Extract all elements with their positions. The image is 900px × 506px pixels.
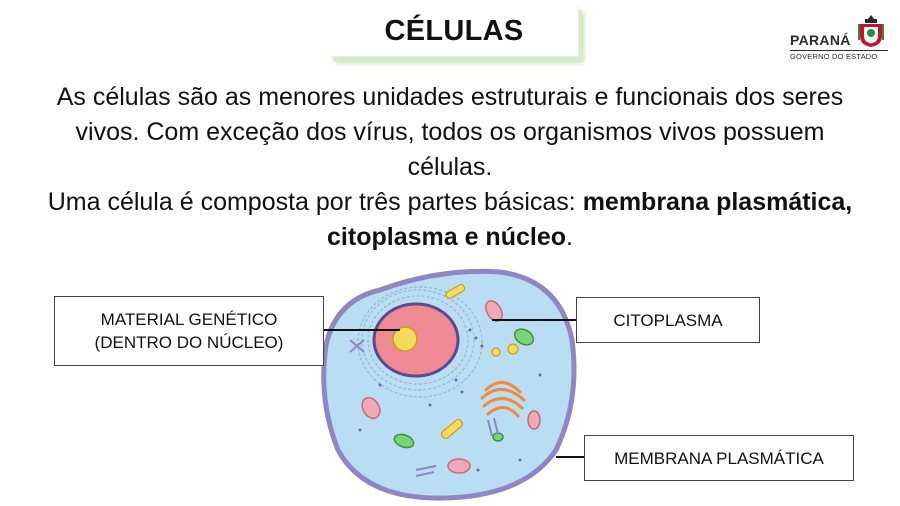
page-title: CÉLULAS <box>384 14 524 47</box>
label-material-line-2: (DENTRO DO NÚCLEO) <box>94 333 284 352</box>
endoplasmic-reticulum <box>357 286 483 398</box>
parana-logo: PARANÁ GOVERNO DO ESTADO <box>786 14 892 66</box>
title-box: CÉLULAS <box>330 6 579 57</box>
intro-line-2: vivos. Com exceção dos vírus, todos os o… <box>75 118 825 146</box>
golgi-apparatus <box>480 381 526 418</box>
label-material-genetico: MATERIAL GENÉTICO (DENTRO DO NÚCLEO) <box>54 296 324 366</box>
mitochondria <box>361 300 541 474</box>
intro-line-5: citoplasma e núcleo. <box>0 220 900 255</box>
intro-line-5-bold: citoplasma e núcleo <box>327 223 566 251</box>
centrioles <box>349 339 499 477</box>
intro-text: As células são as menores unidades estru… <box>0 80 900 255</box>
ribosomes <box>358 328 542 472</box>
intro-line-4: Uma célula é composta por três partes bá… <box>0 185 900 220</box>
intro-line-4-prefix: Uma célula é composta por três partes bá… <box>47 188 583 216</box>
vesicles <box>440 283 519 440</box>
intro-line-4-bold: membrana plasmática, <box>582 188 853 216</box>
label-membrana-plasmatica: MEMBRANA PLASMÁTICA <box>584 435 854 481</box>
label-material-line-1: MATERIAL GENÉTICO <box>100 310 278 329</box>
label-membrana-text: MEMBRANA PLASMÁTICA <box>614 448 824 468</box>
intro-line-5-suffix: . <box>566 223 573 251</box>
parana-coat-of-arms-icon <box>858 15 884 47</box>
label-citoplasma: CITOPLASMA <box>576 297 760 343</box>
label-citoplasma-text: CITOPLASMA <box>613 310 723 330</box>
intro-line-1: As células são as menores unidades estru… <box>56 83 844 111</box>
intro-line-3: células. <box>407 153 493 181</box>
logo-name: PARANÁ <box>790 32 851 48</box>
nucleolus <box>392 326 418 352</box>
logo-subtitle: GOVERNO DO ESTADO <box>790 50 888 61</box>
